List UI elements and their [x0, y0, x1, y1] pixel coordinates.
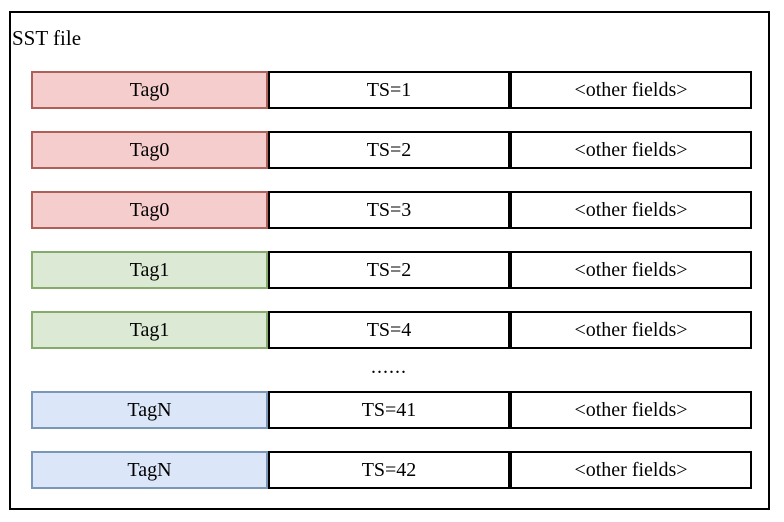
tag-cell: Tag1	[31, 311, 268, 349]
timestamp-cell: TS=3	[268, 191, 510, 229]
timestamp-cell: TS=4	[268, 311, 510, 349]
other-fields-cell: <other fields>	[510, 391, 752, 429]
tag-cell: Tag0	[31, 71, 268, 109]
timestamp-cell: TS=41	[268, 391, 510, 429]
tag-cell: TagN	[31, 391, 268, 429]
tag-cell: Tag0	[31, 191, 268, 229]
other-fields-cell: <other fields>	[510, 311, 752, 349]
timestamp-cell: TS=42	[268, 451, 510, 489]
ellipsis-text: ......	[371, 355, 407, 378]
other-fields-cell: <other fields>	[510, 71, 752, 109]
ellipsis-row: ......	[31, 349, 752, 391]
tag-cell: Tag0	[31, 131, 268, 169]
timestamp-cell: TS=2	[268, 131, 510, 169]
other-fields-cell: <other fields>	[510, 451, 752, 489]
other-fields-cell: <other fields>	[510, 191, 752, 229]
other-fields-cell: <other fields>	[510, 131, 752, 169]
other-fields-cell: <other fields>	[510, 251, 752, 289]
timestamp-cell: TS=2	[268, 251, 510, 289]
diagram-title: SST file	[12, 26, 82, 50]
tag-cell: TagN	[31, 451, 268, 489]
timestamp-cell: TS=1	[268, 71, 510, 109]
tag-cell: Tag1	[31, 251, 268, 289]
